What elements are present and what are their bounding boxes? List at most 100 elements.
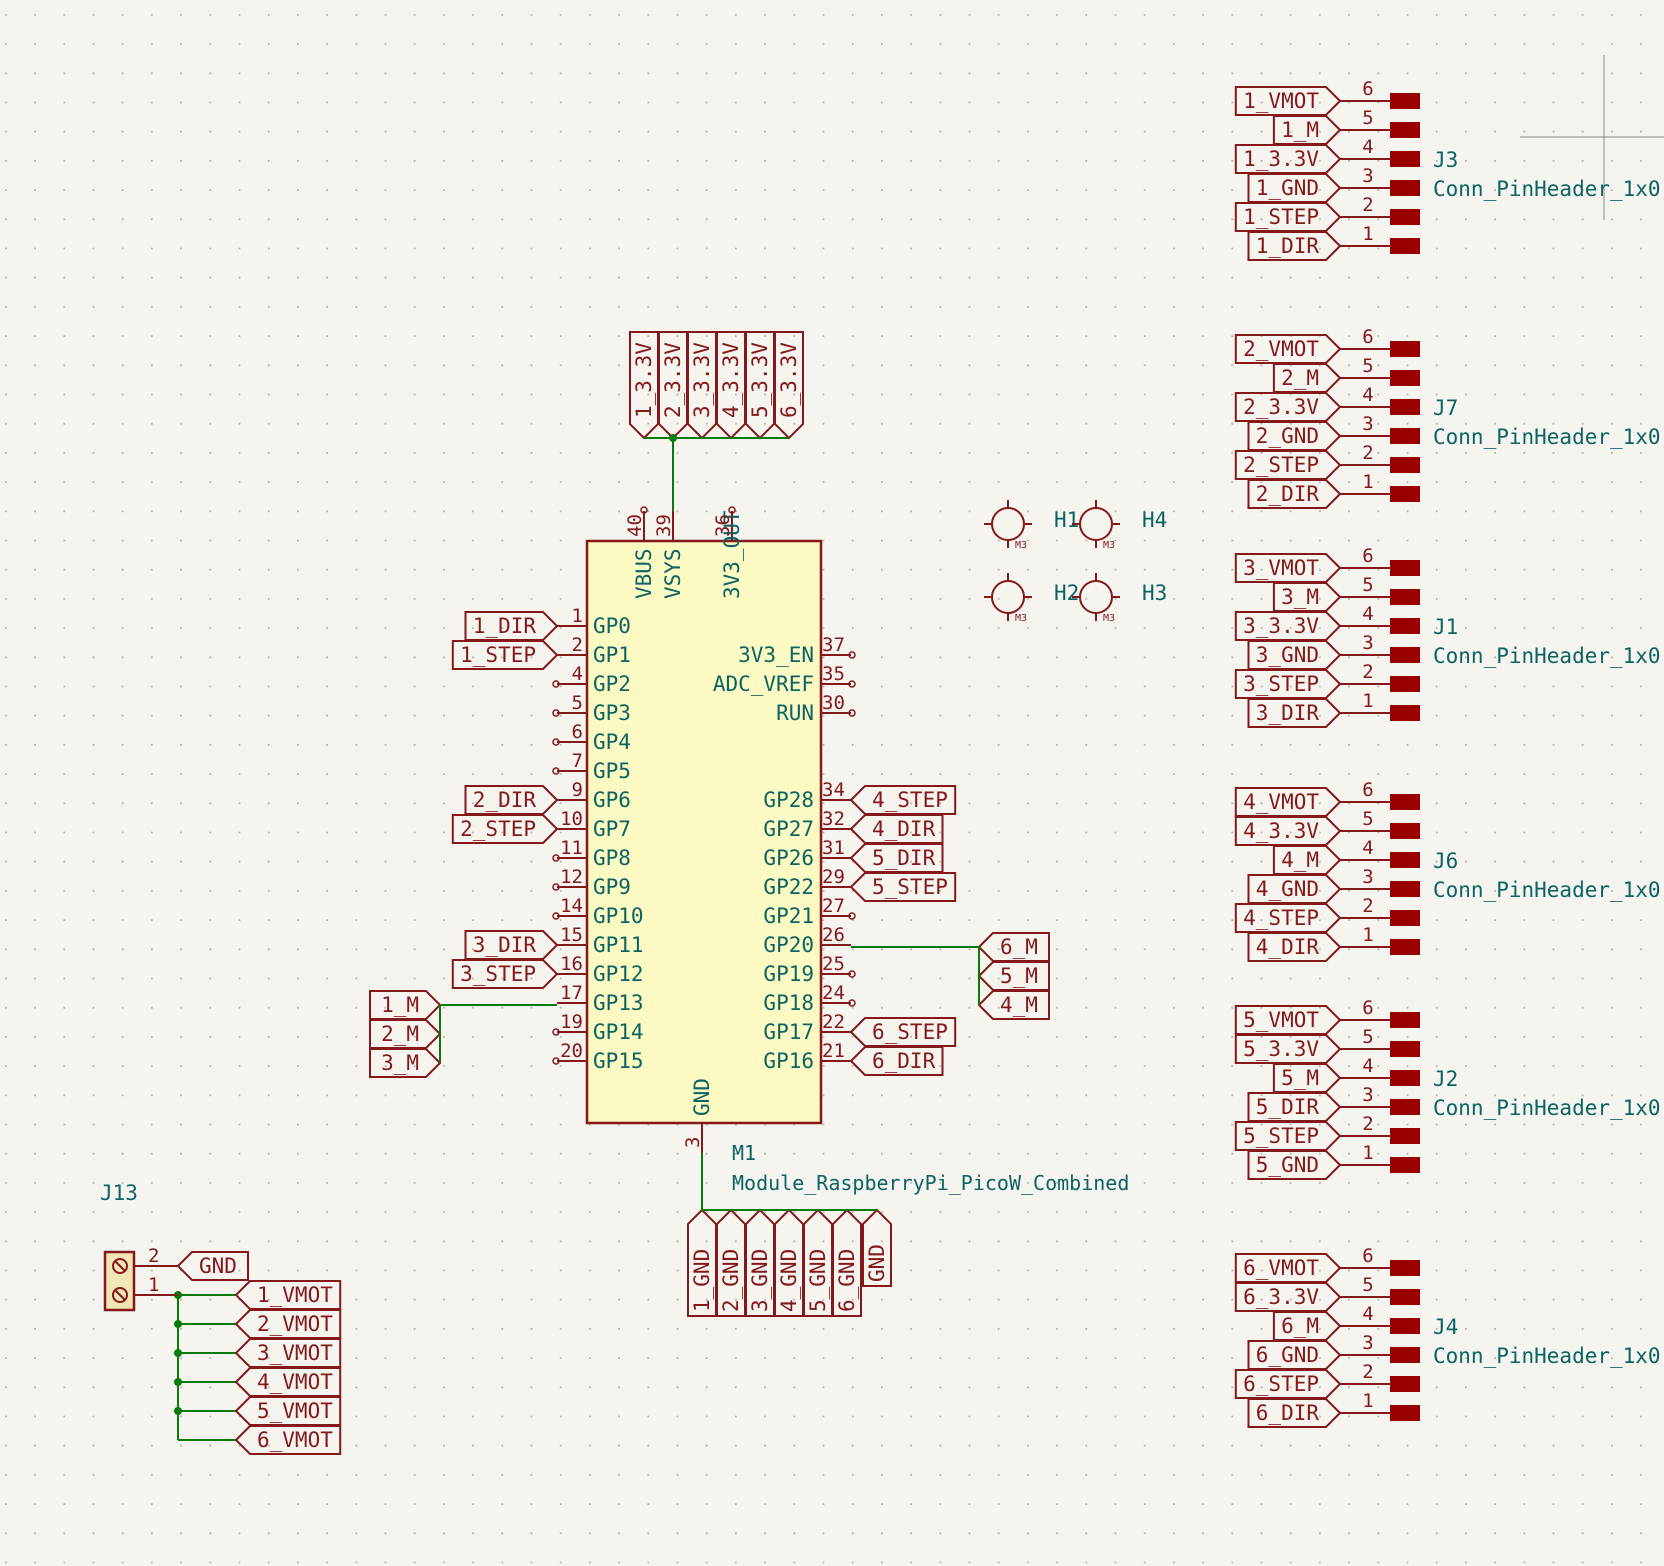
net-label-4_m[interactable]: 4_M <box>977 990 1050 1020</box>
net-label-5_m[interactable]: 5_M <box>977 961 1050 991</box>
net-label-1_33v[interactable]: 1_3.3V <box>1234 144 1342 174</box>
net-label-6_dir[interactable]: 6_DIR <box>849 1046 944 1076</box>
net-label-gnd[interactable]: GND <box>862 1208 892 1287</box>
net-label-6_vmot[interactable]: 6_VMOT <box>234 1425 342 1455</box>
net-label-5_step[interactable]: 5_STEP <box>849 872 957 902</box>
net-label-2_dir[interactable]: 2_DIR <box>464 785 559 815</box>
pin-gp1[interactable]: GP12 <box>557 634 631 667</box>
net-label-1_m[interactable]: 1_M <box>1272 115 1342 145</box>
net-label-3_dir[interactable]: 3_DIR <box>464 930 559 960</box>
net-label-6_33v[interactable]: 6_3.3V <box>774 331 804 440</box>
net-label-gnd[interactable]: GND <box>176 1251 249 1281</box>
net-label-4_step[interactable]: 4_STEP <box>1234 903 1342 933</box>
net-label-5_vmot[interactable]: 5_VMOT <box>1234 1005 1342 1035</box>
net-label-5_step[interactable]: 5_STEP <box>1234 1121 1342 1151</box>
net-label-2_m[interactable]: 2_M <box>369 1019 442 1049</box>
net-label-5_dir[interactable]: 5_DIR <box>1247 1092 1342 1122</box>
net-label-2_dir[interactable]: 2_DIR <box>1247 479 1342 509</box>
net-label-6_gnd[interactable]: 6_GND <box>832 1208 862 1317</box>
net-label-2_gnd[interactable]: 2_GND <box>1247 421 1342 451</box>
module-body[interactable] <box>585 539 823 1125</box>
net-label-6_m[interactable]: 6_M <box>1272 1311 1342 1341</box>
net-label-1_vmot[interactable]: 1_VMOT <box>1234 86 1342 116</box>
net-label-2_m[interactable]: 2_M <box>1272 363 1342 393</box>
net-label-6_step[interactable]: 6_STEP <box>849 1017 957 1047</box>
net-label-1_gnd[interactable]: 1_GND <box>687 1208 717 1317</box>
net-label-4_33v[interactable]: 4_3.3V <box>716 331 746 440</box>
net-label-4_dir[interactable]: 4_DIR <box>1247 932 1342 962</box>
net-label-4_gnd[interactable]: 4_GND <box>774 1208 804 1317</box>
net-label-1_33v[interactable]: 1_3.3V <box>629 331 659 440</box>
net-label-4_step[interactable]: 4_STEP <box>849 785 957 815</box>
net-label-1_m[interactable]: 1_M <box>369 990 442 1020</box>
net-label-2_33v[interactable]: 2_3.3V <box>1234 392 1342 422</box>
net-label-4_gnd[interactable]: 4_GND <box>1247 874 1342 904</box>
net-label-3_33v[interactable]: 3_3.3V <box>687 331 717 440</box>
net-label-2_vmot[interactable]: 2_VMOT <box>234 1309 342 1339</box>
net-label-1_dir[interactable]: 1_DIR <box>464 611 559 641</box>
net-label-3_dir[interactable]: 3_DIR <box>1247 698 1342 728</box>
net-label-2_vmot[interactable]: 2_VMOT <box>1234 334 1342 364</box>
net-label-5_gnd[interactable]: 5_GND <box>803 1208 833 1317</box>
net-label-1_vmot[interactable]: 1_VMOT <box>234 1280 342 1310</box>
net-label-2_33v[interactable]: 2_3.3V <box>658 331 688 440</box>
module-m1[interactable]: M1 Module_RaspberryPi_PicoW_Combined <box>585 539 1129 1195</box>
net-label-3_gnd[interactable]: 3_GND <box>1247 640 1342 670</box>
net-label-4_dir[interactable]: 4_DIR <box>849 814 944 844</box>
net-label-3_step[interactable]: 3_STEP <box>451 959 559 989</box>
net-label-2_gnd[interactable]: 2_GND <box>716 1208 746 1317</box>
net-label-5_vmot[interactable]: 5_VMOT <box>234 1396 342 1426</box>
net-label-4_vmot[interactable]: 4_VMOT <box>234 1367 342 1397</box>
net-label-2_step[interactable]: 2_STEP <box>1234 450 1342 480</box>
net-label-6_vmot[interactable]: 6_VMOT <box>1234 1253 1342 1283</box>
connector-j13[interactable]: J1321GND1_VMOT2_VMOT3_VMOT4_VMOT5_VMOT6_… <box>100 1181 342 1455</box>
net-label-1_dir[interactable]: 1_DIR <box>1247 231 1342 261</box>
net-label-3_gnd[interactable]: 3_GND <box>745 1208 775 1317</box>
net-label-1_gnd[interactable]: 1_GND <box>1247 173 1342 203</box>
net-label-3_m[interactable]: 3_M <box>1272 582 1342 612</box>
net-label-4_33v[interactable]: 4_3.3V <box>1234 816 1342 846</box>
net-label-3_m[interactable]: 3_M <box>369 1048 442 1078</box>
net-label-5_m[interactable]: 5_M <box>1272 1063 1342 1093</box>
net-label-3_33v[interactable]: 3_3.3V <box>1234 611 1342 641</box>
